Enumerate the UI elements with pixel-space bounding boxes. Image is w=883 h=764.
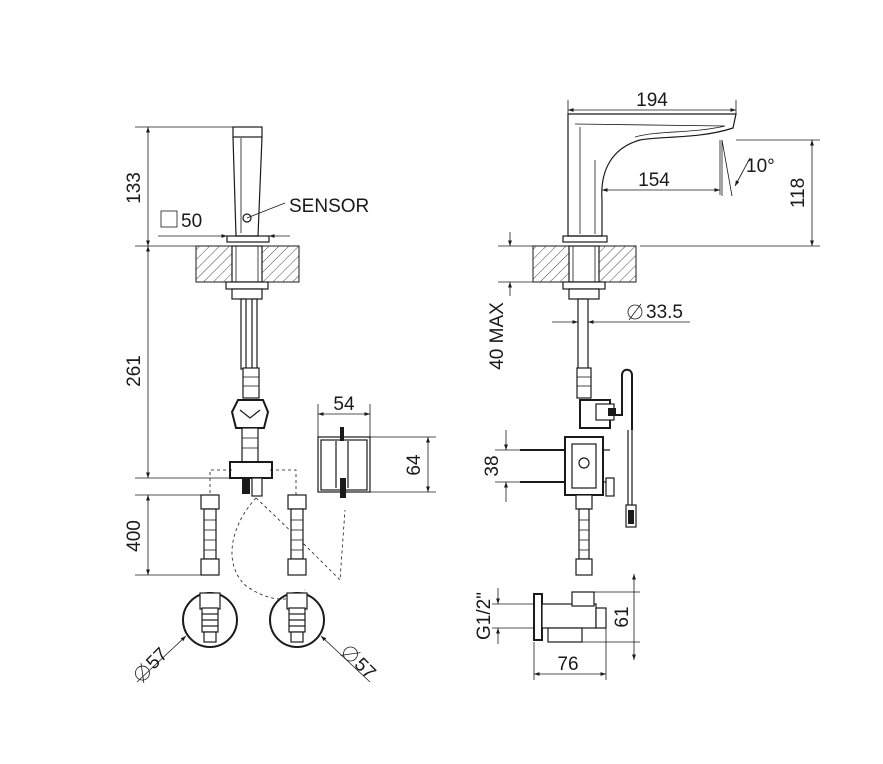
dim-57-right: 57 [350,654,380,684]
dim-diameter-57-left: 57 [135,644,172,684]
dim-61: 61 [612,606,633,627]
side-supply-tubes [520,298,637,576]
dim-g1-2: G1/2" [474,592,495,640]
dim-76: 76 [557,654,578,675]
dim-400: 400 [124,520,145,552]
dim-118: 118 [788,178,809,208]
dim-40-max: 40 MAX [487,302,508,370]
front-deck-section [195,245,300,300]
dim-diameter-57-right: 57 [340,646,380,684]
front-faucet-body [226,126,270,243]
front-hose-left [200,494,220,576]
dim-57-left: 57 [142,644,172,674]
dim-261: 261 [124,355,145,387]
dim-154: 154 [638,170,670,191]
dim-10-deg: 10° [746,156,775,177]
front-sensor-box [317,427,371,498]
side-view [492,100,820,680]
dim-33-5: 33.5 [646,302,683,323]
front-dimensions [135,126,436,683]
front-supply-tubes [229,298,273,497]
front-hose-right [287,494,307,576]
dim-50: 50 [181,211,202,232]
side-angle-valve [533,591,607,643]
dim-38: 38 [482,455,503,476]
side-faucet-body [562,113,737,243]
side-dimensions [492,100,820,680]
dim-133: 133 [124,172,145,204]
dim-54: 54 [333,394,355,415]
side-deck-section [532,245,637,300]
front-valve-left [182,592,238,648]
sensor-label: SENSOR [289,196,369,217]
dim-64: 64 [404,454,425,476]
front-view [135,126,436,683]
front-valve-right [269,592,325,648]
dim-diameter-33-5: 33.5 [627,302,683,323]
dim-194: 194 [636,90,668,111]
